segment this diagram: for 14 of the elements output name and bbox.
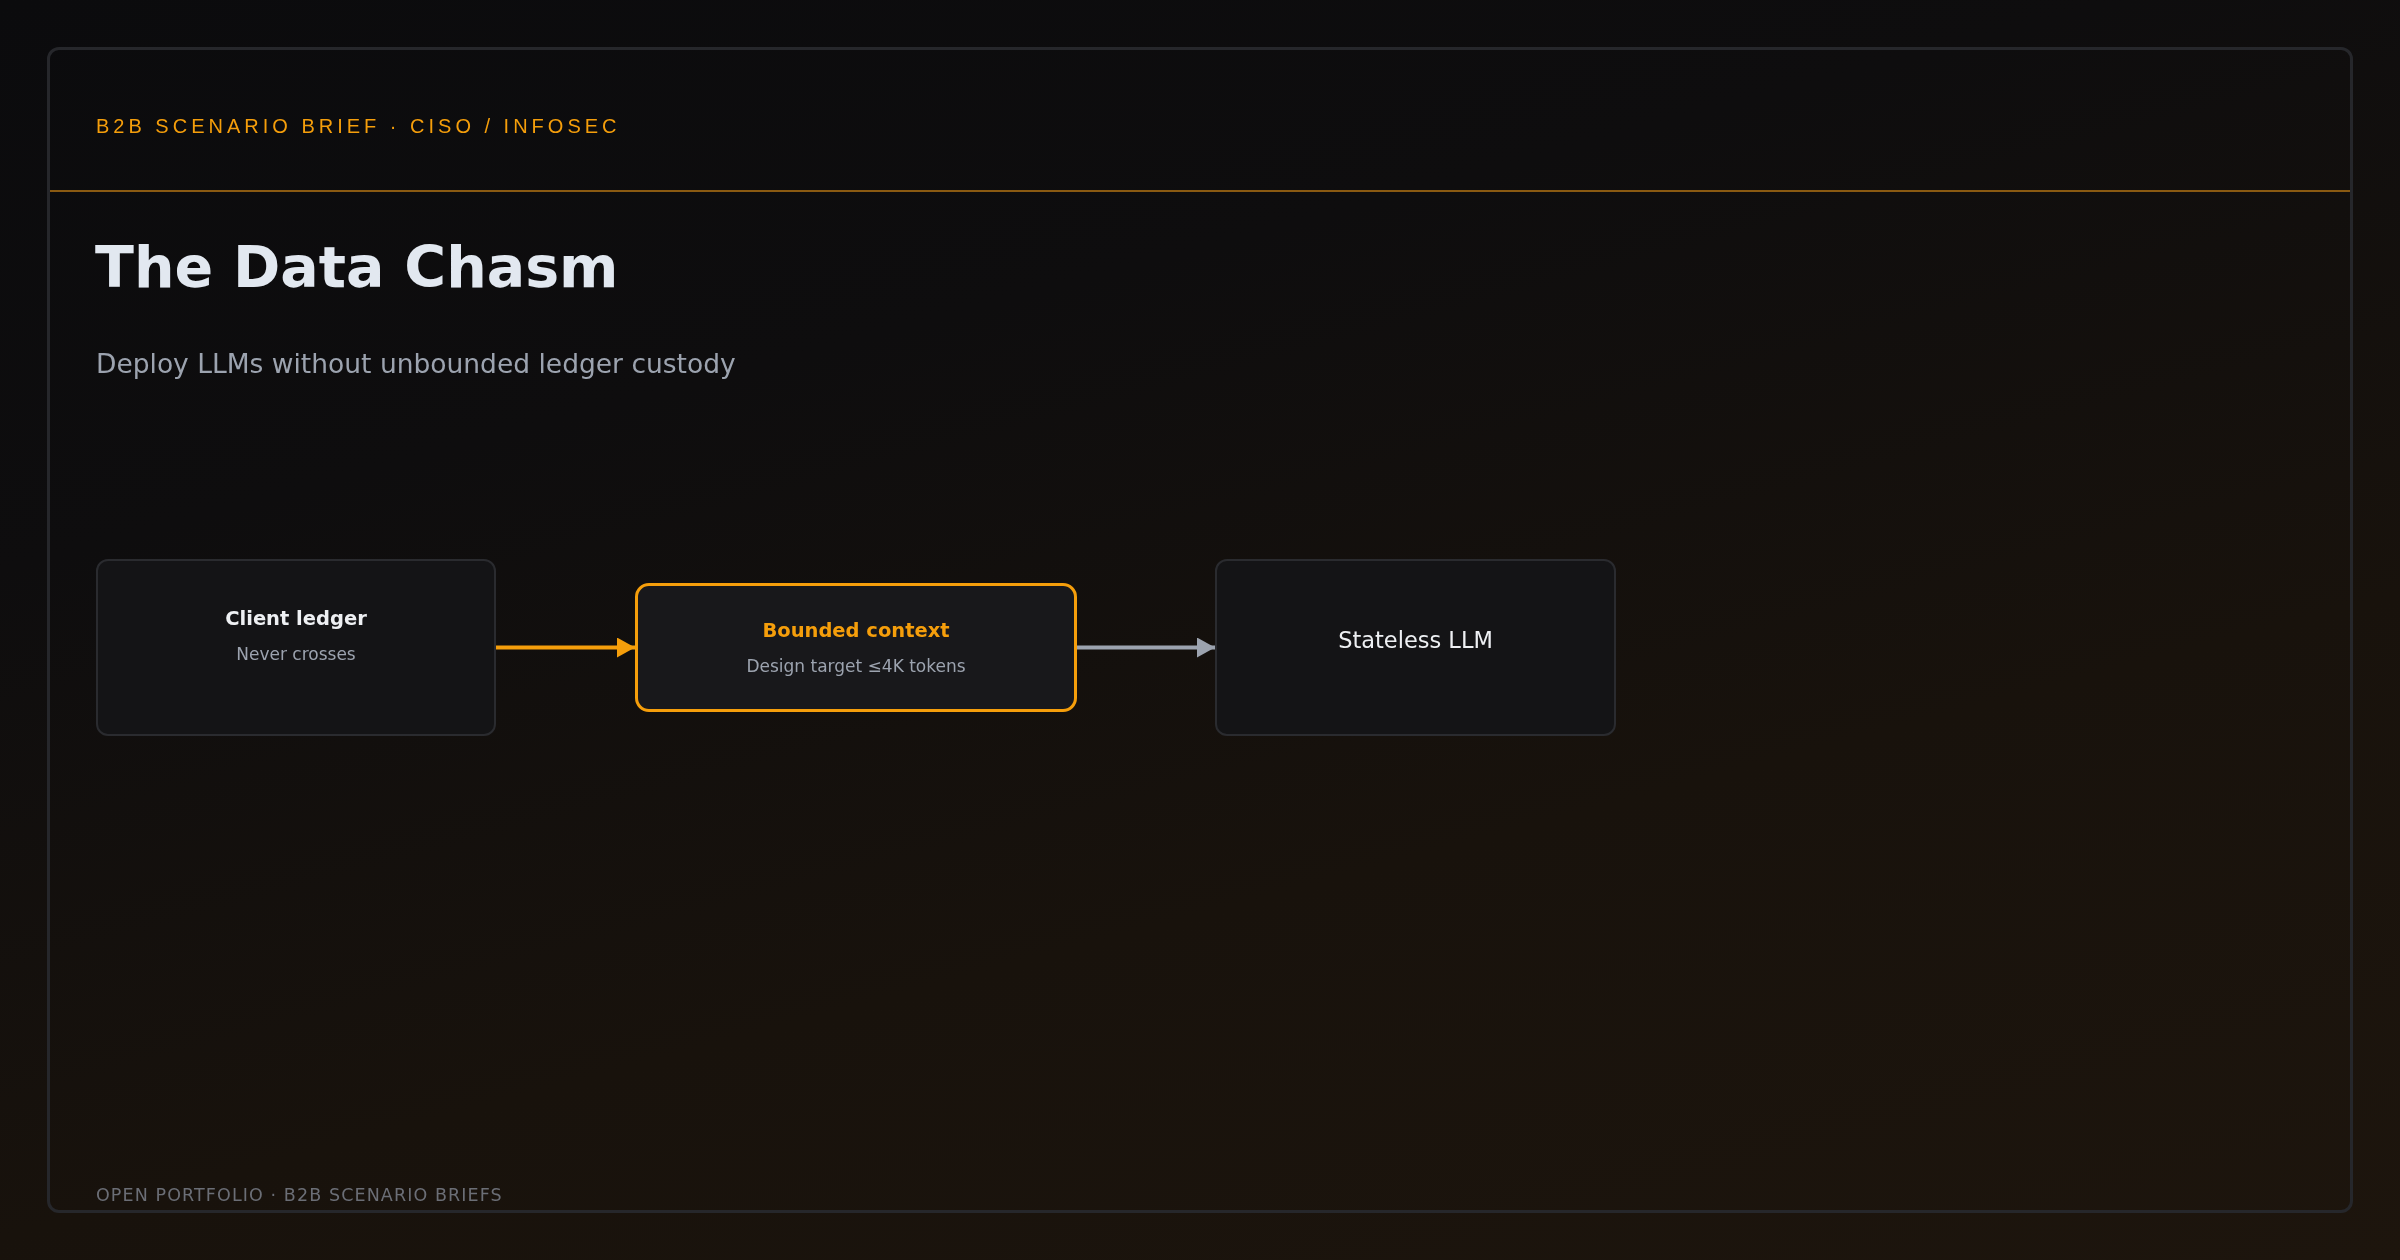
arrow <box>496 637 635 658</box>
kicker-text: B2B SCENARIO BRIEF · CISO / INFOSEC <box>96 115 621 138</box>
node-title: Stateless LLM <box>1338 626 1493 653</box>
node-title: Client ledger <box>225 607 367 630</box>
node-subtitle: Design target ≤4K tokens <box>746 656 966 676</box>
footer-text: OPEN PORTFOLIO · B2B SCENARIO BRIEFS <box>96 1185 503 1205</box>
process-box <box>96 559 496 736</box>
subtitle-text: Deploy LLMs without unbounded ledger custody <box>96 348 736 379</box>
page-title: The Data Chasm <box>95 236 619 299</box>
node-subtitle: Never crosses <box>236 644 356 664</box>
arrow <box>1077 637 1215 658</box>
node-title: Bounded context <box>762 619 950 642</box>
process-box <box>1215 559 1616 736</box>
process-box <box>635 583 1077 712</box>
